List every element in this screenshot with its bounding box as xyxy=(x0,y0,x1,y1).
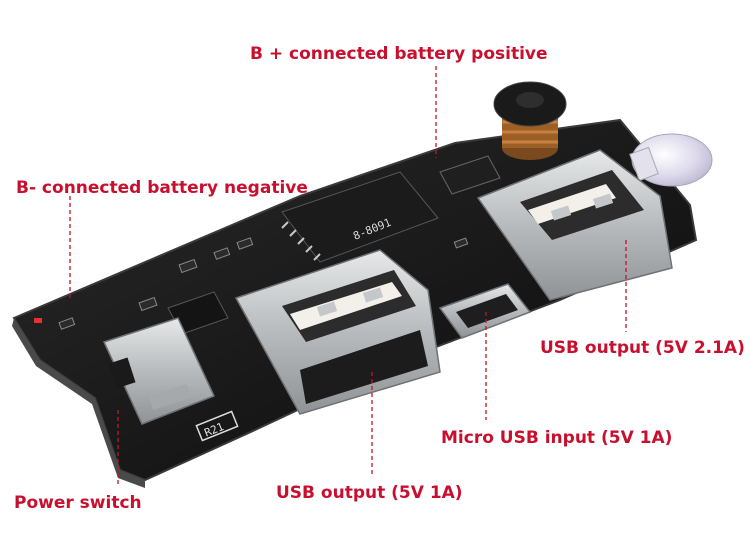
inductor-coil-icon xyxy=(493,81,567,160)
label-power-switch: Power switch xyxy=(14,493,142,513)
leader-lines xyxy=(69,66,627,486)
led-icon xyxy=(629,133,713,187)
main-ic-chip xyxy=(281,171,439,263)
usb-port-2a xyxy=(476,149,673,301)
usb-port-1a xyxy=(234,249,441,415)
right-ic-chip xyxy=(439,155,501,195)
power-switch-icon xyxy=(102,317,216,425)
label-battery-negative: B- connected battery negative xyxy=(16,178,308,198)
micro-usb-port xyxy=(438,283,532,339)
label-usb-output-2a: USB output (5V 2.1A) xyxy=(540,338,745,358)
status-led-dot xyxy=(34,318,42,323)
label-micro-usb-input: Micro USB input (5V 1A) xyxy=(441,428,673,448)
label-usb-output-1a: USB output (5V 1A) xyxy=(276,483,463,503)
label-battery-positive: B + connected battery positive xyxy=(250,44,548,64)
r21-marking-box xyxy=(195,410,239,442)
ic-pins xyxy=(281,221,321,261)
